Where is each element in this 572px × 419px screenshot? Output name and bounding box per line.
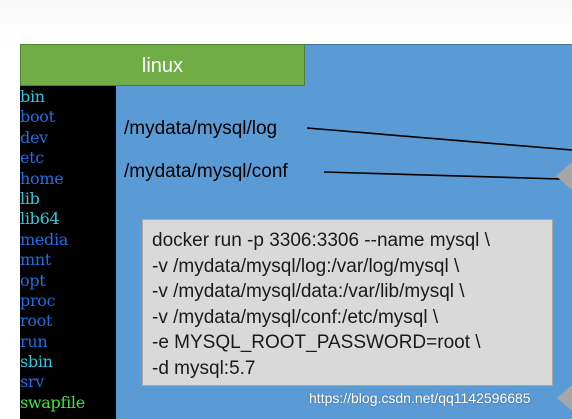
- docker-command-box: docker run -p 3306:3306 --name mysql \ -v…: [142, 219, 553, 386]
- directory-item-lib64: lib64: [20, 209, 60, 229]
- linux-host-title: linux: [20, 44, 305, 86]
- directory-item-lib: lib: [20, 188, 40, 208]
- directory-item-opt: opt: [20, 270, 46, 290]
- directory-item-home: home: [20, 168, 64, 188]
- directory-item-root: root: [20, 311, 53, 331]
- directory-item-media: media: [20, 229, 69, 249]
- command-line: -e MYSQL_ROOT_PASSWORD=root \: [152, 332, 481, 354]
- directory-item-dev: dev: [20, 127, 48, 147]
- watermark: https://blog.csdn.net/qq1142596685: [309, 390, 531, 406]
- log-connector-line: [306, 127, 572, 151]
- directory-item-run: run: [20, 331, 48, 351]
- lower-arrow-head: [557, 385, 572, 411]
- conf-connector-line: [323, 171, 561, 180]
- command-line: -d mysql:5.7: [152, 357, 256, 379]
- directory-item-srv: srv: [20, 372, 44, 392]
- command-line: -v /mydata/mysql/log:/var/log/mysql \: [152, 255, 460, 277]
- directory-item-proc: proc: [20, 290, 56, 310]
- directory-item-mnt: mnt: [20, 250, 52, 270]
- directory-item-sbin: sbin: [20, 352, 53, 372]
- command-line: -v /mydata/mysql/conf:/etc/mysql \: [152, 306, 439, 328]
- log-path-label: /mydata/mysql/log: [124, 118, 278, 139]
- directory-item-etc: etc: [20, 148, 44, 168]
- directory-item-swapfile: swapfile: [20, 392, 85, 412]
- conf-arrow-head: [556, 162, 572, 190]
- conf-path-label: /mydata/mysql/conf: [124, 161, 288, 182]
- directory-item-boot: boot: [20, 107, 55, 127]
- command-line: docker run -p 3306:3306 --name mysql \: [152, 230, 490, 251]
- top-shadow: [0, 0, 572, 44]
- directory-item-bin: bin: [20, 87, 45, 106]
- command-line: -v /mydata/mysql/data:/var/lib/mysql \: [152, 281, 465, 303]
